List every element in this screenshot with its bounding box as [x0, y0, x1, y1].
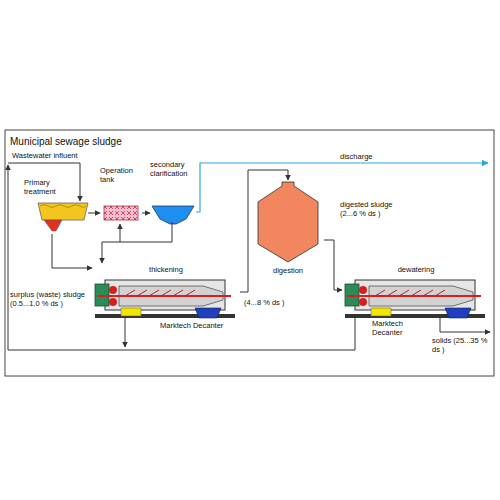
flow-connector — [88, 213, 100, 214]
operation-tank: Operation tank — [100, 166, 142, 222]
diagram-title: Municipal sewage sludge — [10, 136, 122, 147]
decanter-machine: thickeningMarktech Decanter — [92, 263, 240, 335]
digester-tank: digestion — [252, 180, 324, 280]
flow-connector — [102, 222, 172, 263]
node-label: Operation tank — [100, 166, 142, 184]
flow-connector — [324, 240, 342, 290]
flow-connector — [52, 234, 92, 268]
node-label: secondary clarification — [150, 160, 196, 178]
node-label: Primary treatment — [24, 178, 70, 196]
machine-name: Marktech Decanter — [372, 319, 416, 337]
node-label: dewatering — [386, 265, 446, 274]
node-label: thickening — [136, 265, 196, 274]
stream-label: digested sludge (2...6 % ds ) — [340, 200, 402, 218]
flow-label: Wastewater influent — [12, 151, 102, 160]
node-label: digestion — [252, 266, 324, 275]
stream-label: solids (25...35 % ds ) — [432, 336, 490, 354]
flow-connector — [142, 213, 150, 214]
decanter-machine: dewateringMarktech Decanter — [342, 263, 488, 337]
machine-name: Marktech Decanter — [160, 321, 238, 330]
stream-label: surplus (waste) sludge (0.5...1.0 % ds ) — [10, 290, 90, 308]
flow-label: discharge — [340, 152, 400, 161]
stream-label: (4...8 % ds ) — [244, 298, 304, 307]
primary-tank: Primary treatment — [22, 176, 88, 234]
clarifier-tank: secondary clarification — [150, 160, 196, 222]
